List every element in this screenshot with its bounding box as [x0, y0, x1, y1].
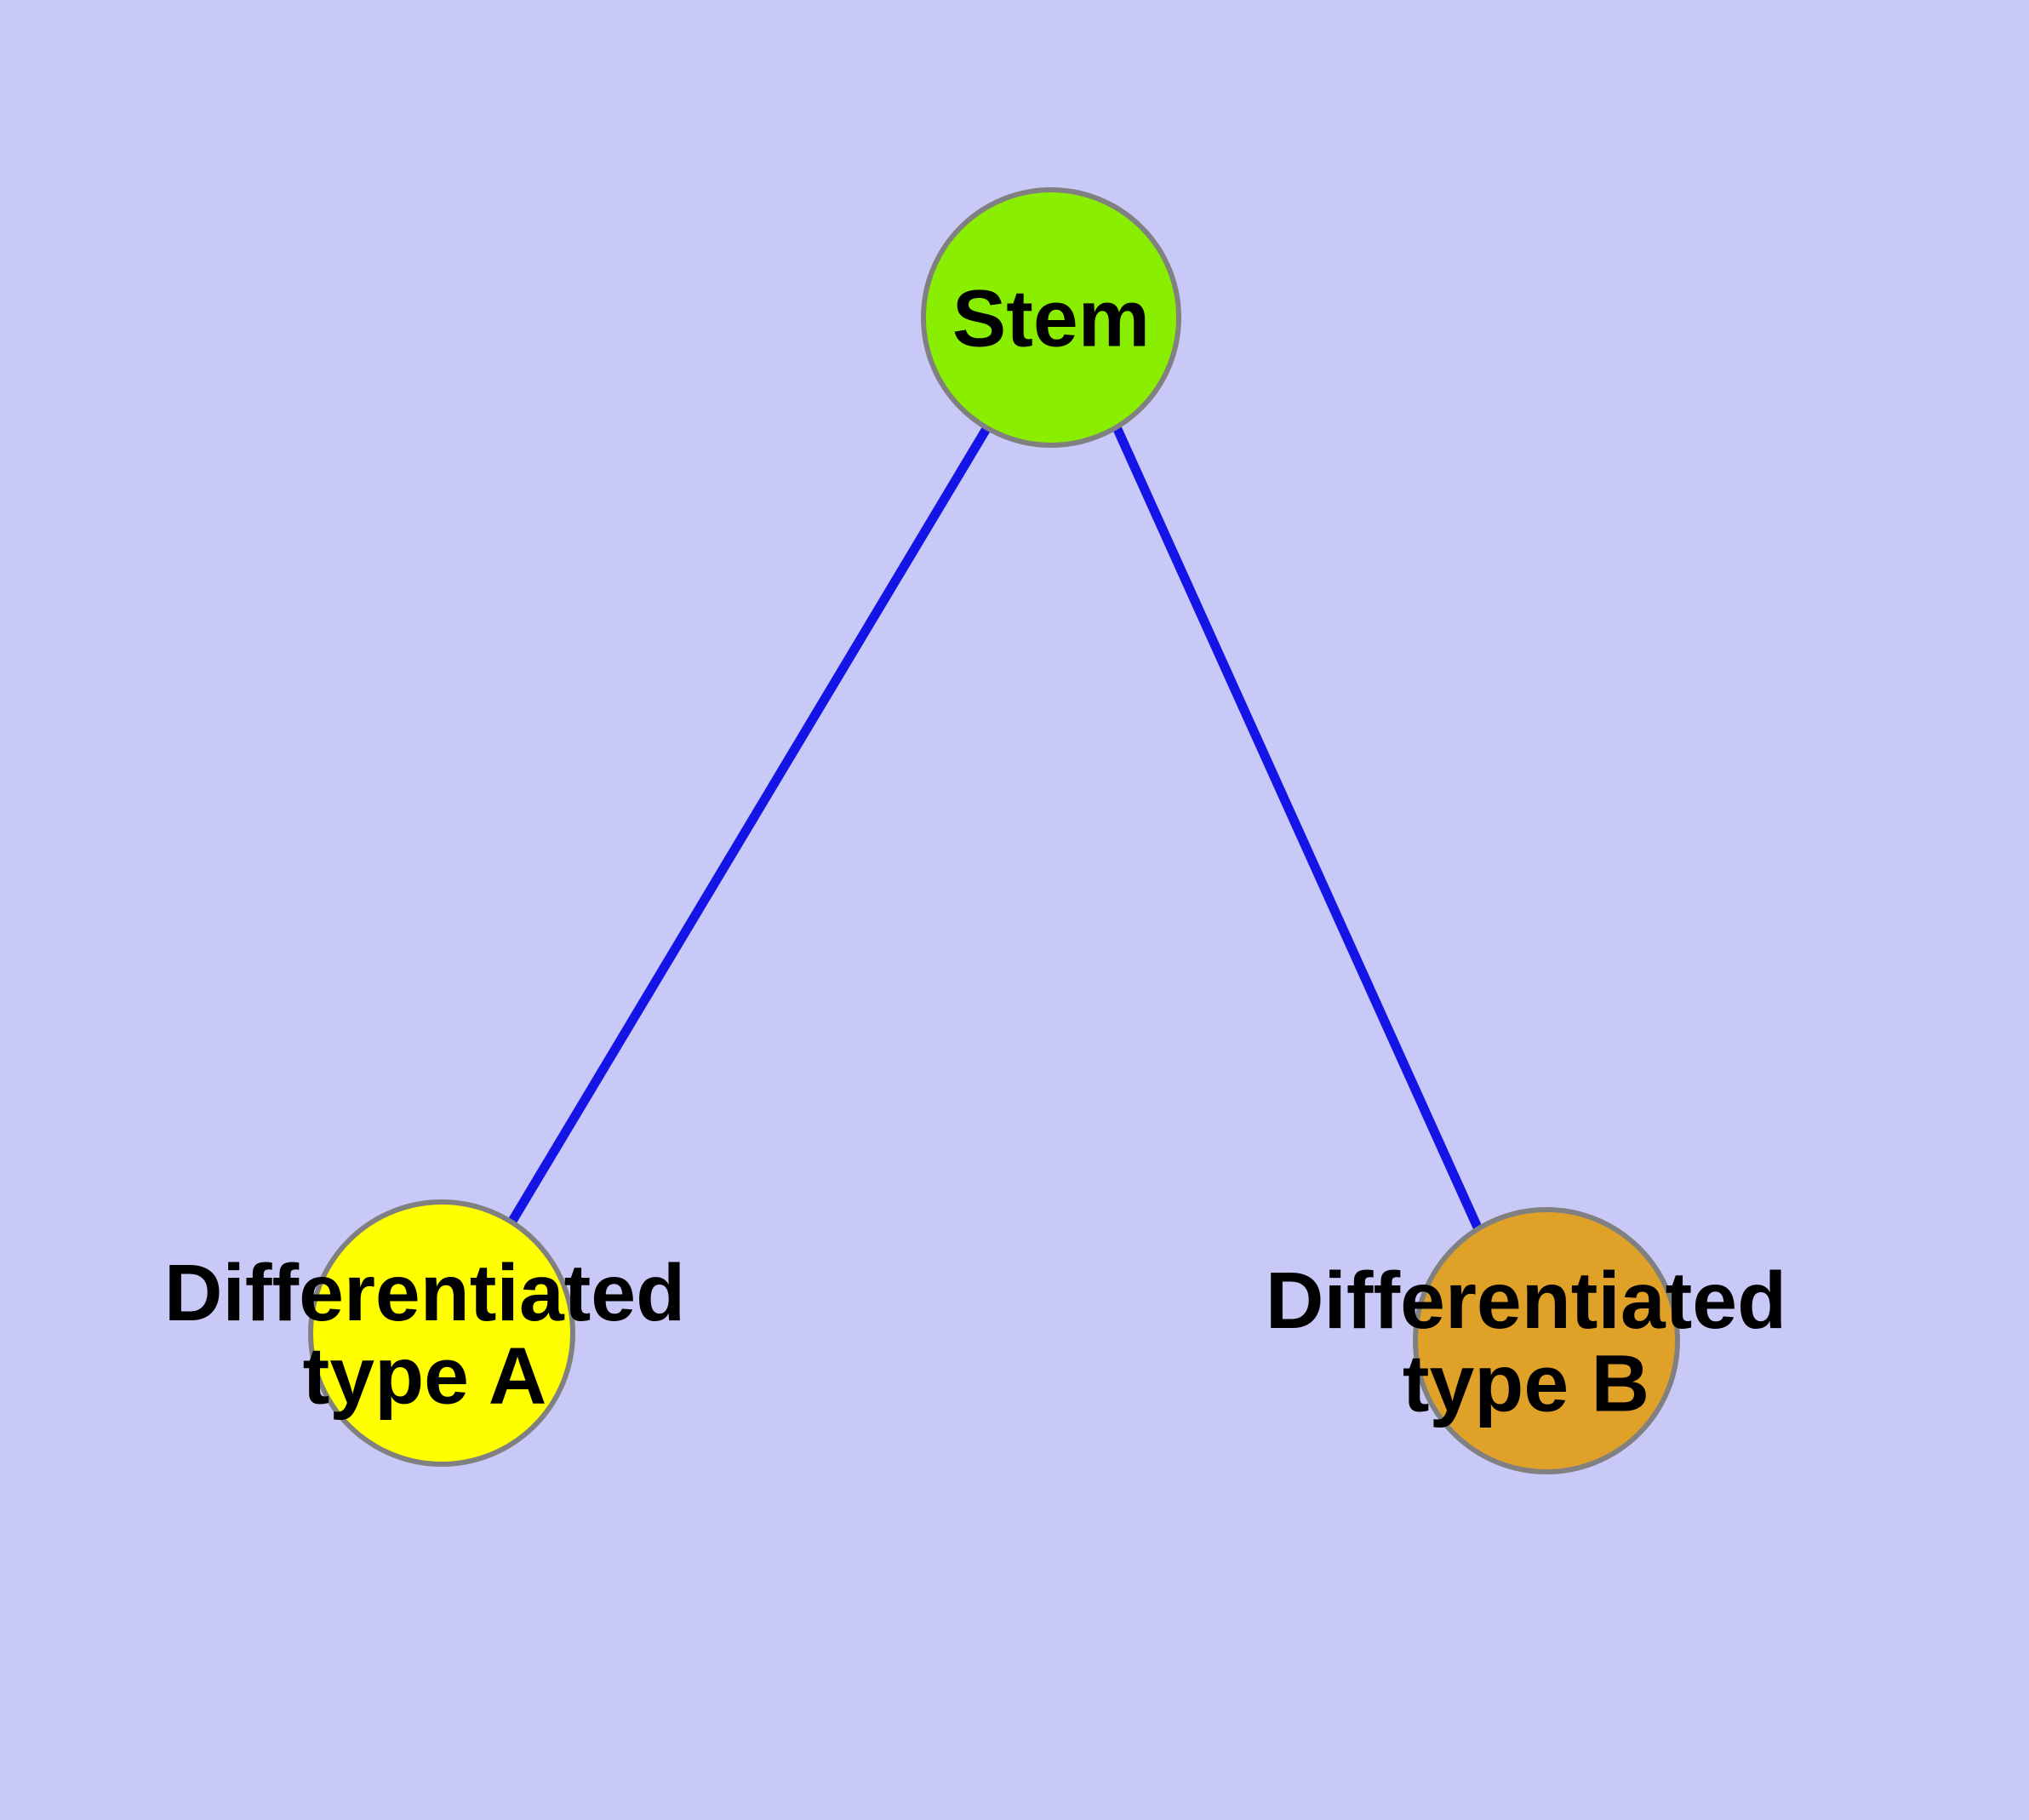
node-label-stem: Stem — [952, 274, 1150, 364]
node-differentiated-type-b[interactable]: Differentiated type B — [1266, 1207, 1786, 1474]
node-label-differentiated-type-b-line2: type B — [1403, 1339, 1649, 1429]
edge-stem-to-differentiated-type-b[interactable] — [1112, 425, 1483, 1232]
node-label-differentiated-type-b-line1: Differentiated — [1266, 1256, 1786, 1346]
node-circle-stem[interactable] — [921, 187, 1181, 448]
nodes-layer: Stem Differentiated type A Differentiate… — [164, 187, 1786, 1474]
node-stem[interactable]: Stem — [921, 187, 1181, 448]
node-label-differentiated-type-a-line1: Differentiated — [164, 1248, 685, 1338]
node-label-differentiated-type-a-line2: type A — [303, 1331, 547, 1422]
edges-layer — [507, 425, 1483, 1232]
node-differentiated-type-a[interactable]: Differentiated type A — [164, 1199, 685, 1467]
node-circle-differentiated-type-b[interactable] — [1413, 1207, 1680, 1474]
edge-stem-to-differentiated-type-a[interactable] — [507, 425, 992, 1225]
node-circle-differentiated-type-a[interactable] — [308, 1199, 575, 1467]
